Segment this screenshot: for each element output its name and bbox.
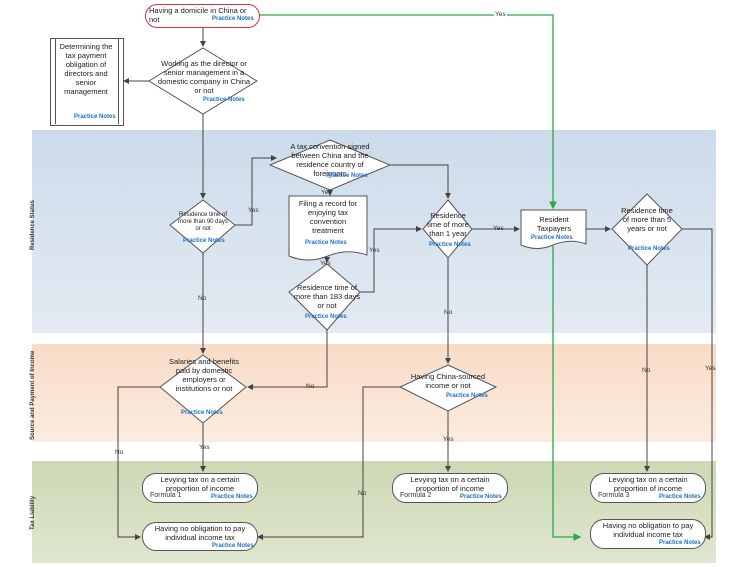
edge-yes-salaries: Yes bbox=[199, 444, 210, 451]
levy3-text: Levying tax on a certain proportion of i… bbox=[608, 475, 688, 493]
no-obligation-1-node bbox=[142, 522, 258, 551]
edge-yes-res5y: Yes bbox=[705, 365, 716, 372]
no-obligation-2-node bbox=[590, 519, 706, 549]
convention-text: A tax convention signed between China an… bbox=[290, 142, 370, 178]
working-text: Working as the director or senior manage… bbox=[157, 59, 251, 95]
res90-practice-notes[interactable]: Practice Notes bbox=[183, 238, 225, 244]
formula3-label: Formula 3 bbox=[598, 492, 630, 499]
edge-yes-convention: Yes bbox=[321, 189, 332, 196]
levy2-node bbox=[392, 473, 508, 503]
edge-no-res183: No bbox=[306, 383, 315, 390]
res1y-text: Residence time of more than 1 year bbox=[427, 211, 469, 238]
resident-practice-notes[interactable]: Practice Notes bbox=[531, 235, 573, 241]
levy2-text: Levying tax on a certain proportion of i… bbox=[410, 475, 490, 493]
res183-practice-notes[interactable]: Practice Notes bbox=[305, 314, 347, 320]
edge-yes-domicile: Yes bbox=[494, 11, 507, 18]
filing-practice-notes[interactable]: Practice Notes bbox=[305, 240, 347, 246]
domicile-text: Having a domicile in China or not bbox=[149, 6, 247, 24]
edge-no-china: No bbox=[358, 490, 367, 497]
determining-box bbox=[50, 38, 124, 126]
domicile-practice-notes[interactable]: Practice Notes bbox=[212, 16, 254, 22]
no-obligation-2-practice-notes[interactable]: Practice Notes bbox=[659, 540, 701, 546]
edge-yes-res90: Yes bbox=[248, 207, 259, 214]
res5y-text: Residence time of more than 5 years or n… bbox=[621, 206, 673, 233]
no-obligation-1-practice-notes[interactable]: Practice Notes bbox=[212, 543, 254, 549]
edge-yes-res1y: Yes bbox=[493, 225, 504, 232]
edge-no-res90: No bbox=[198, 295, 207, 302]
levy3-practice-notes[interactable]: Practice Notes bbox=[659, 494, 701, 500]
source-income-band bbox=[32, 344, 716, 442]
filing-document-shape bbox=[288, 195, 368, 261]
filing-text: Filing a record for enjoying tax convent… bbox=[298, 199, 358, 235]
formula2-label: Formula 2 bbox=[400, 492, 432, 499]
levy1-practice-notes[interactable]: Practice Notes bbox=[211, 494, 253, 500]
levy1-text: Levying tax on a certain proportion of i… bbox=[160, 475, 240, 493]
convention-practice-notes[interactable]: Practice Notes bbox=[326, 173, 368, 179]
no-obligation-2-text: Having no obligation to pay individual i… bbox=[602, 521, 694, 539]
salaries-practice-notes[interactable]: Practice Notes bbox=[181, 410, 223, 416]
china-sourced-text: Having China-sourced income or not bbox=[410, 372, 486, 390]
determining-box-inner bbox=[55, 38, 119, 124]
formula1-label: Formula 1 bbox=[150, 492, 182, 499]
edge-no-res1y: No bbox=[444, 309, 453, 316]
china-sourced-practice-notes[interactable]: Practice Notes bbox=[446, 393, 488, 399]
resident-box-shape bbox=[520, 209, 587, 249]
res183-text: Residence time of more than 183 days or … bbox=[293, 283, 361, 310]
levy1-node bbox=[142, 473, 258, 503]
no-obligation-1-text: Having no obligation to pay individual i… bbox=[154, 524, 246, 542]
edge-yes-res183: Yes bbox=[369, 247, 380, 254]
determining-text: Determining the tax payment obligation o… bbox=[59, 42, 113, 96]
working-practice-notes[interactable]: Practice Notes bbox=[203, 97, 245, 103]
resident-text: Resident Taxpayers bbox=[536, 215, 572, 233]
edge-yes-filing: Yes bbox=[320, 260, 331, 267]
levy3-node bbox=[590, 473, 706, 503]
levy2-practice-notes[interactable]: Practice Notes bbox=[460, 494, 502, 500]
edge-no-res5y: No bbox=[642, 367, 651, 374]
res1y-practice-notes[interactable]: Practice Notes bbox=[429, 242, 471, 248]
edge-yes-china: Yes bbox=[443, 436, 454, 443]
res5y-practice-notes[interactable]: Practice Notes bbox=[628, 246, 670, 252]
salaries-text: Salaries and benefits paid by domestic e… bbox=[168, 357, 240, 393]
domicile-node bbox=[145, 4, 260, 28]
res90-text: Residence time of more than 90 days or n… bbox=[178, 212, 228, 232]
edge-no-salaries: No bbox=[115, 449, 124, 456]
determining-practice-notes[interactable]: Practice Notes bbox=[74, 114, 116, 120]
